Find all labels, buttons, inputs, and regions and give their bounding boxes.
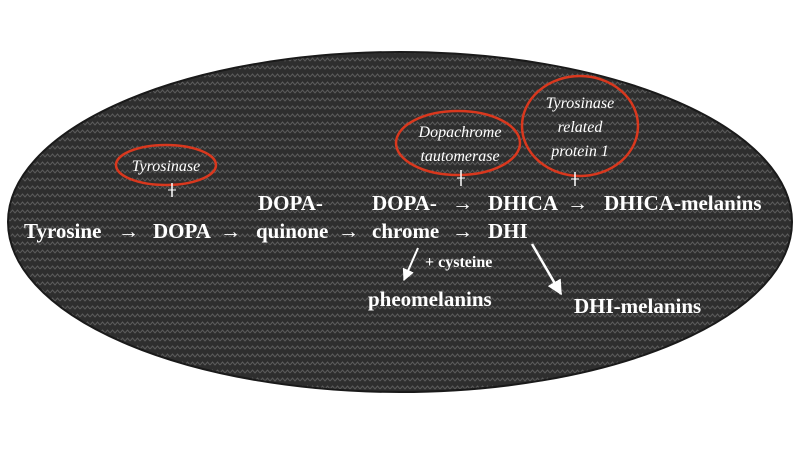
arrow-dopa-dopaquinone: → bbox=[220, 219, 241, 243]
compound-dopachrome-line2: chrome bbox=[372, 219, 439, 243]
enzyme-dopachrome-line2: tautomerase bbox=[420, 148, 499, 165]
enzyme-trp1-line1: Tyrosinase bbox=[546, 95, 614, 112]
background-ellipse bbox=[7, 51, 793, 393]
arrow-dopachrome-pheomelanins bbox=[402, 247, 419, 282]
compound-dhica: DHICA bbox=[488, 191, 559, 215]
enzyme-tyrosinase: Tyrosinase bbox=[132, 158, 200, 175]
compound-dopa: DOPA bbox=[153, 219, 212, 243]
enzyme-trp1-line3: protein 1 bbox=[550, 143, 609, 160]
compound-dhica-melanins: DHICA-melanins bbox=[604, 191, 762, 215]
arrow-dopachrome-dhica: → bbox=[452, 191, 473, 215]
compound-dhi-melanins: DHI-melanins bbox=[574, 294, 701, 318]
compound-dopaquinone-line2: quinone bbox=[256, 219, 328, 243]
compound-dhi: DHI bbox=[488, 219, 528, 243]
arrow-dopaquinone-dopachrome: → bbox=[338, 219, 359, 243]
dopachrome-tautomerase-highlight-circle bbox=[394, 109, 522, 177]
arrow-dhica-melanins: → bbox=[567, 191, 588, 215]
compound-dopachrome-line1: DOPA- bbox=[372, 191, 437, 215]
annotation-cysteine: + cysteine bbox=[425, 254, 492, 271]
compound-tyrosine: Tyrosine bbox=[24, 219, 101, 243]
arrow-tyrosine-dopa: → bbox=[118, 219, 139, 243]
arrow-dopachrome-dhi: → bbox=[452, 219, 473, 243]
arrow-dhi-dhi-melanins bbox=[530, 243, 563, 296]
tyrosinase-highlight-circle bbox=[114, 143, 218, 187]
enzyme-dopachrome-line1: Dopachrome bbox=[418, 124, 502, 141]
compound-dopaquinone-line1: DOPA- bbox=[258, 191, 323, 215]
compound-pheomelanins: pheomelanins bbox=[368, 287, 492, 311]
trp1-highlight-circle bbox=[520, 74, 640, 178]
enzyme-trp1-line2: related bbox=[558, 119, 604, 136]
